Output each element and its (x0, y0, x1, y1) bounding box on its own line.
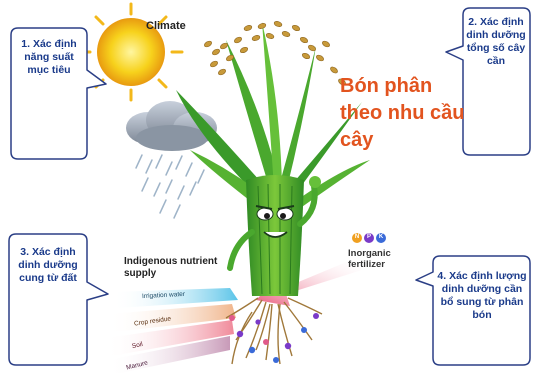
indigenous-title: Indigenous nutrient supply (124, 256, 224, 280)
rain-icon (136, 155, 204, 218)
callout-step-1: 1. Xác định năng suất mục tiêu (16, 38, 82, 77)
rice-grains (203, 20, 346, 86)
callout-step-4: 4. Xác định lượng dinh dưỡng cần bổ sung… (437, 270, 527, 322)
nutrient-k: K (378, 234, 384, 240)
nutrient-n: N (354, 234, 360, 240)
nutrient-p: P (366, 234, 372, 240)
root-nodules (229, 313, 319, 363)
nutrient-bands (106, 288, 238, 374)
callout-step-2: 2. Xác định dinh dưỡng tổng số cây cần (466, 16, 526, 68)
callout-step-3: 3. Xác định dinh dưỡng cung từ đất (14, 246, 82, 285)
slogan-title: Bón phân theo nhu cầu cây (340, 73, 465, 154)
climate-label: Climate (146, 20, 186, 32)
inorganic-title: Inorganic fertilizer (348, 248, 408, 270)
